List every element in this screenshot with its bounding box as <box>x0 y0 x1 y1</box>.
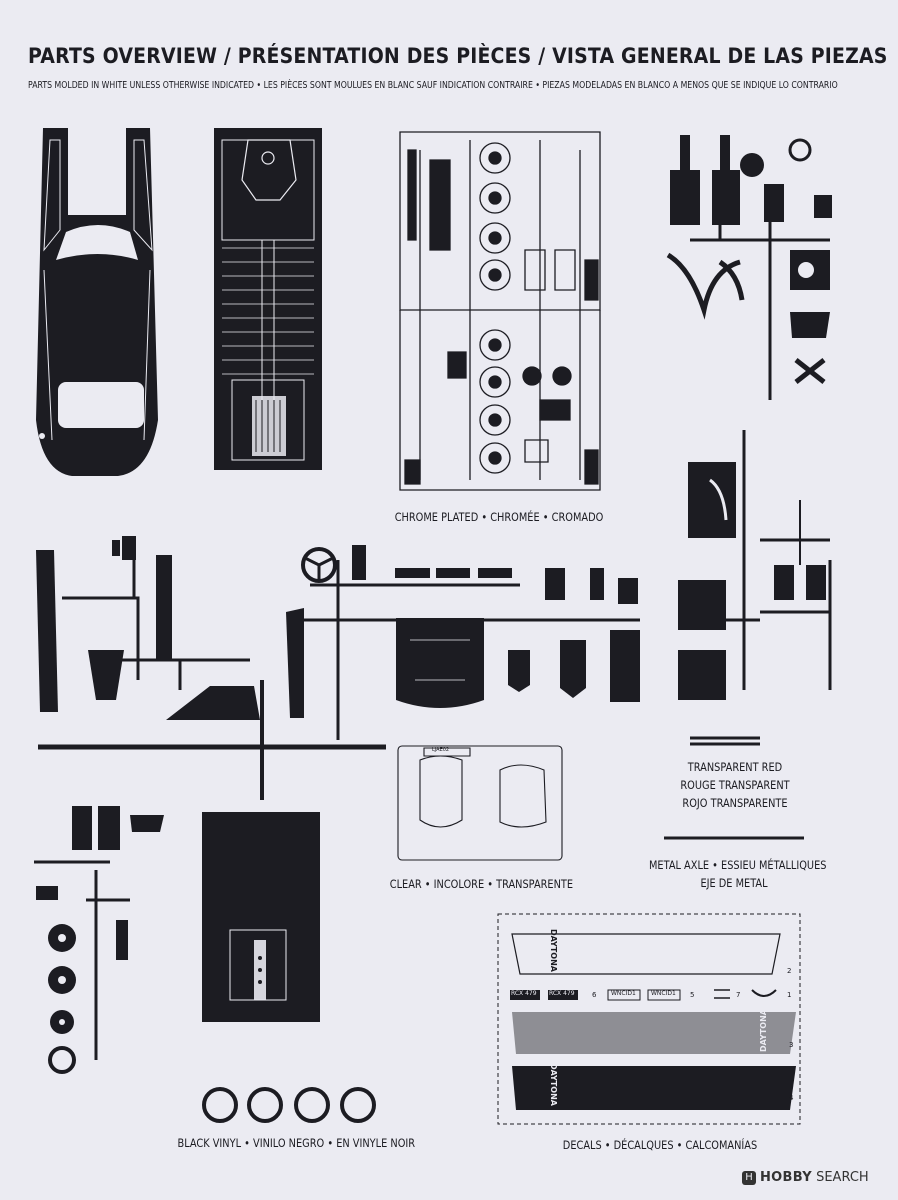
chassis-part <box>214 128 322 470</box>
decal-brand-text-bottom: DAYTONA <box>549 1062 559 1107</box>
decal-plate-2: RCX 479 <box>549 990 575 997</box>
hobbysearch-logo-icon: H <box>742 1170 756 1185</box>
decal-number-4: 4 <box>789 1094 794 1102</box>
tires <box>202 1087 376 1123</box>
label-decals: DECALS • DÉCALQUES • CALCOMANÍAS <box>562 1138 758 1152</box>
label-chrome-plated: CHROME PLATED • CHROMÉE • CROMADO <box>394 510 604 524</box>
decal-number-7: 7 <box>736 991 741 999</box>
page-subtitle: PARTS MOLDED IN WHITE UNLESS OTHERWISE I… <box>28 80 838 91</box>
page-title: PARTS OVERVIEW / PRÉSENTATION DES PIÈCES… <box>28 44 888 68</box>
decal-tag-1: WNCID1 <box>611 990 636 997</box>
engine-sprue <box>666 135 832 400</box>
interior-sprue <box>36 536 386 800</box>
decal-tag-2: WNCID1 <box>651 990 676 997</box>
label-transparent-red-en: TRANSPARENT RED <box>687 760 783 774</box>
watermark-brand: HOBBY <box>760 1170 812 1185</box>
label-clear: CLEAR • INCOLORE • TRANSPARENTE <box>389 877 574 891</box>
transparent-red-part <box>690 736 760 746</box>
label-transparent-red: TRANSPARENT RED ROUGE TRANSPARENT ROJO T… <box>650 758 820 812</box>
label-metal-axle: METAL AXLE • ESSIEU MÉTALLIQUES EJE DE M… <box>634 856 834 892</box>
seats-sprue <box>678 430 832 700</box>
hobbysearch-watermark: H HOBBY SEARCH <box>742 1170 869 1185</box>
hood-sprue <box>286 545 640 740</box>
decal-brand-text-top: DAYTONA <box>549 928 559 973</box>
decal-brand-text-mid: DAYTONA <box>759 1008 769 1053</box>
decal-number-2: 2 <box>787 967 792 975</box>
clear-parts <box>397 745 563 861</box>
car-body-part <box>36 128 158 476</box>
label-metal-axle-line2: EJE DE METAL <box>700 876 768 890</box>
decal-number-1: 1 <box>787 991 792 999</box>
decal-number-5: 5 <box>690 991 695 999</box>
clear-part-tag: LJAE02 <box>432 747 450 753</box>
wheels-sprue <box>34 806 164 1074</box>
label-transparent-red-fr: ROUGE TRANSPARENT <box>680 778 790 792</box>
label-metal-axle-line1: METAL AXLE • ESSIEU MÉTALLIQUES <box>649 858 827 872</box>
decal-number-6: 6 <box>592 991 597 999</box>
chrome-sprue <box>399 131 601 491</box>
decal-number-3: 3 <box>789 1041 794 1049</box>
watermark-suffix: SEARCH <box>816 1170 869 1185</box>
decal-plate-1: RCX 479 <box>511 990 537 997</box>
floor-part <box>202 812 320 1022</box>
decal-sheet <box>497 913 801 1125</box>
label-black-vinyl: BLACK VINYL • VINILO NEGRO • EN VINYLE N… <box>177 1136 416 1150</box>
label-transparent-red-es: ROJO TRANSPARENTE <box>682 796 788 810</box>
